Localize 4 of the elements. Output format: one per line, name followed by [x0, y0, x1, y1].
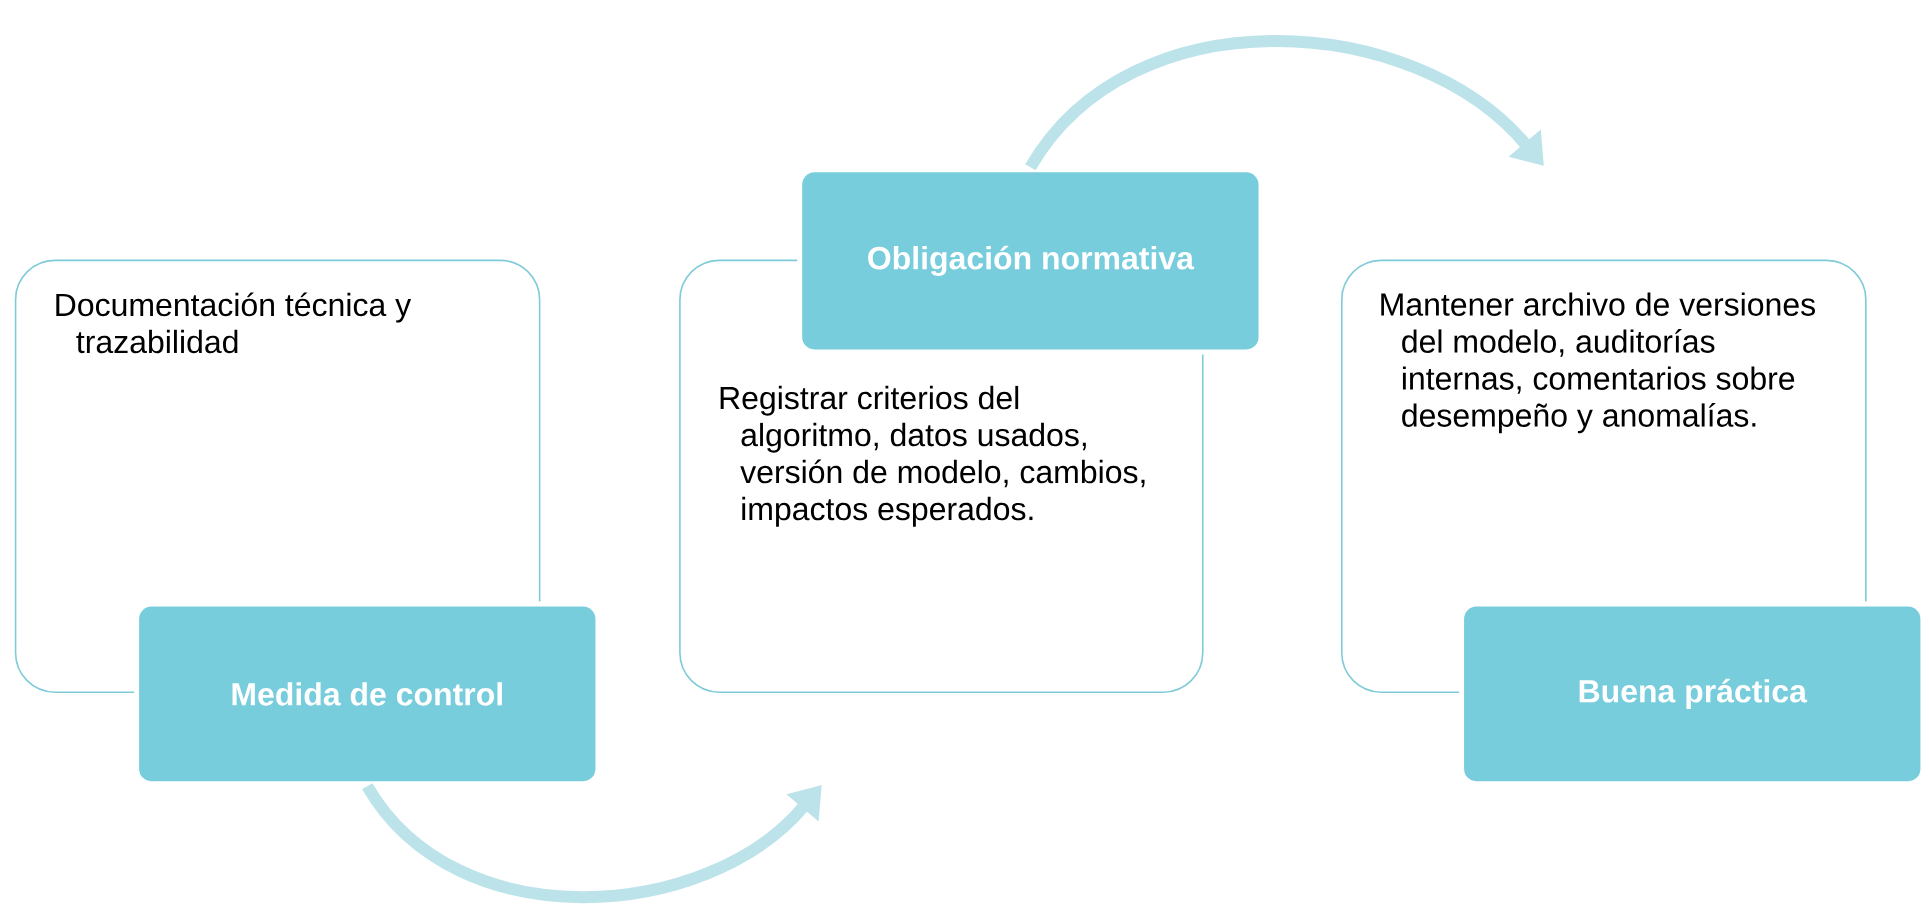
label-tab: Buena práctica: [1459, 601, 1926, 787]
curved-arrow: [1025, 35, 1544, 171]
curved-arrow: [362, 782, 822, 904]
label-tab: Obligación normativa: [797, 167, 1264, 355]
